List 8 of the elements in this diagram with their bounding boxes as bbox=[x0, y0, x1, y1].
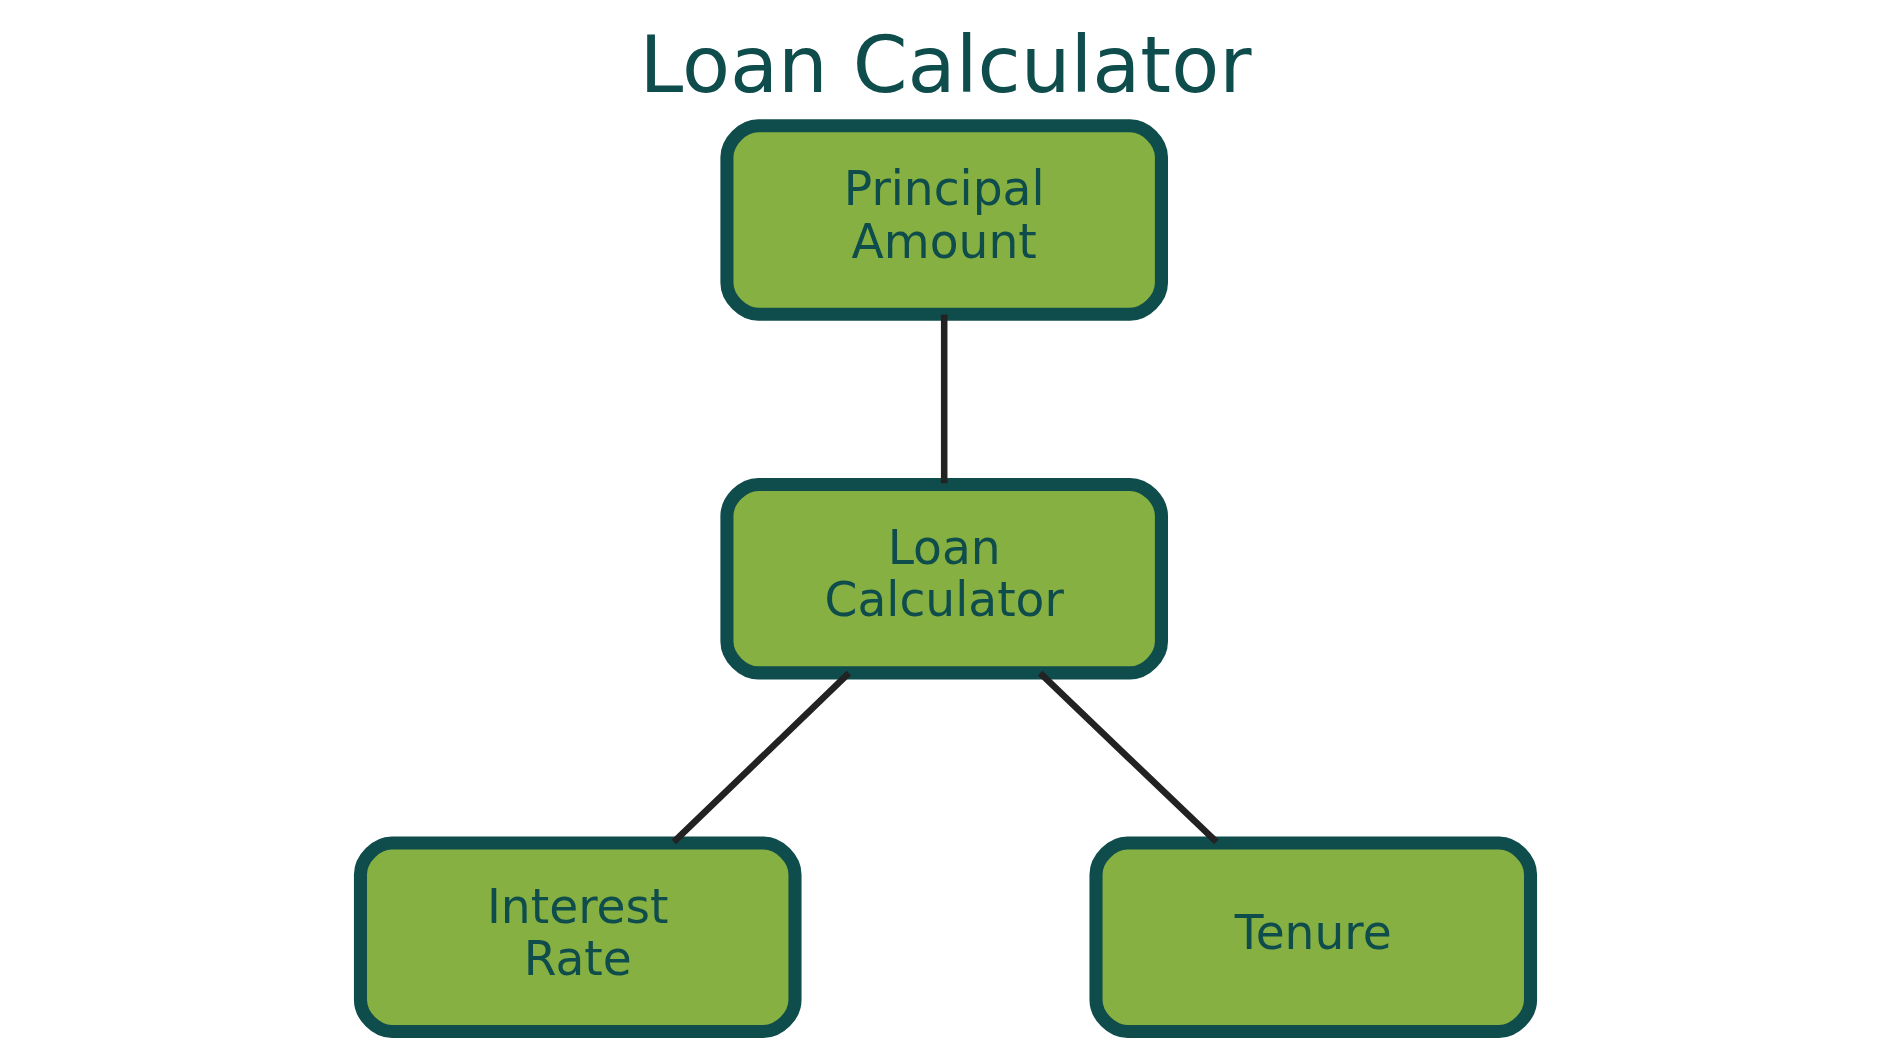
diagram-title: Loan Calculator bbox=[639, 18, 1251, 111]
node-box: Principal Amount bbox=[719, 119, 1168, 321]
connector bbox=[940, 314, 947, 484]
node-box: Loan Calculator bbox=[719, 477, 1168, 680]
connector bbox=[1037, 670, 1219, 845]
node-box: Tenure bbox=[1088, 836, 1537, 1039]
node-box: Interest Rate bbox=[353, 836, 802, 1039]
connector bbox=[671, 670, 851, 845]
